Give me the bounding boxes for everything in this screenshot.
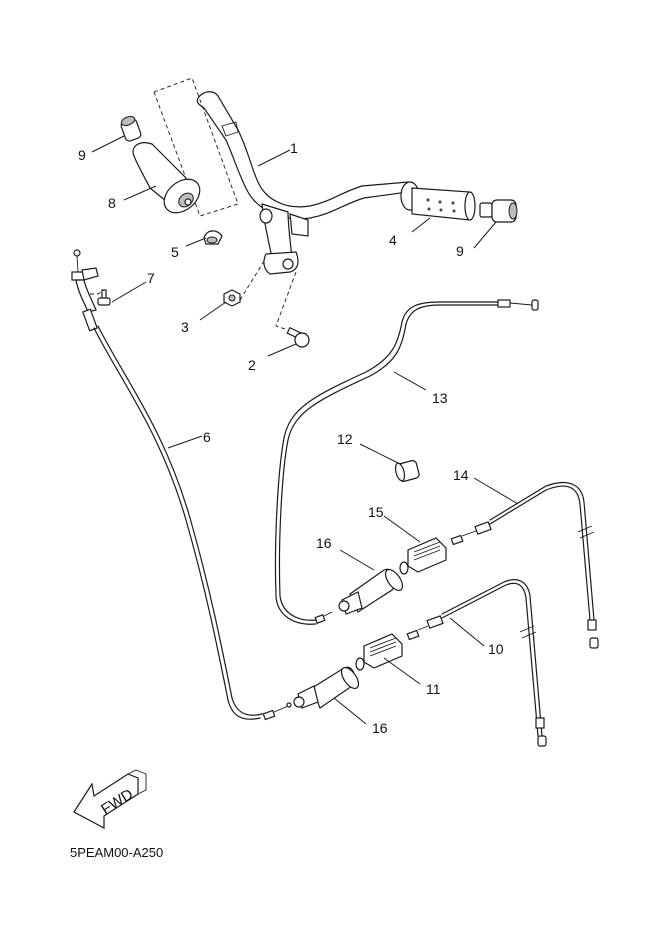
screw[interactable] (97, 289, 111, 306)
callout-5: 5 (171, 244, 179, 260)
cable-13[interactable] (274, 299, 539, 625)
callout-8: 8 (108, 195, 116, 211)
handlebar[interactable] (196, 91, 409, 275)
callout-13: 13 (432, 390, 448, 406)
callout-14: 14 (453, 467, 469, 483)
assembly-line (90, 289, 105, 295)
throttle-cable[interactable] (71, 249, 292, 721)
callout-6: 6 (203, 429, 211, 445)
joint-11[interactable] (355, 633, 403, 671)
drawing-code: 5PEAM00-A250 (70, 845, 163, 860)
brake-cable-10[interactable] (406, 579, 547, 747)
callout-15: 15 (368, 504, 384, 520)
nut[interactable] (223, 289, 241, 307)
callout-4: 4 (389, 232, 397, 248)
callout-10: 10 (488, 641, 504, 657)
assembly-line (275, 271, 297, 331)
assembly-line (239, 257, 267, 301)
fwd-arrow-icon: FWD (73, 769, 147, 829)
callout-9-top: 9 (78, 147, 86, 163)
cap[interactable] (203, 230, 223, 245)
callout-16-lower: 16 (372, 720, 388, 736)
bolt[interactable] (286, 326, 310, 348)
callout-7: 7 (147, 270, 155, 286)
boot-lower[interactable] (293, 665, 362, 709)
callout-12: 12 (337, 431, 353, 447)
throttle-grip-assembly[interactable] (132, 142, 206, 220)
leader-lines (91, 135, 519, 725)
grip-end-right[interactable] (479, 199, 518, 223)
callout-2: 2 (248, 357, 256, 373)
callout-3: 3 (181, 319, 189, 335)
grip-right[interactable] (400, 181, 476, 221)
callout-9-right: 9 (456, 243, 464, 259)
callout-11: 11 (426, 681, 441, 697)
boot-upper[interactable] (338, 567, 406, 615)
grip-end-top[interactable] (120, 115, 142, 142)
brake-cable-14[interactable] (450, 481, 599, 649)
collar[interactable] (394, 460, 420, 483)
callout-1: 1 (290, 140, 298, 156)
joint-15[interactable] (399, 537, 447, 575)
callout-16-upper: 16 (316, 535, 332, 551)
